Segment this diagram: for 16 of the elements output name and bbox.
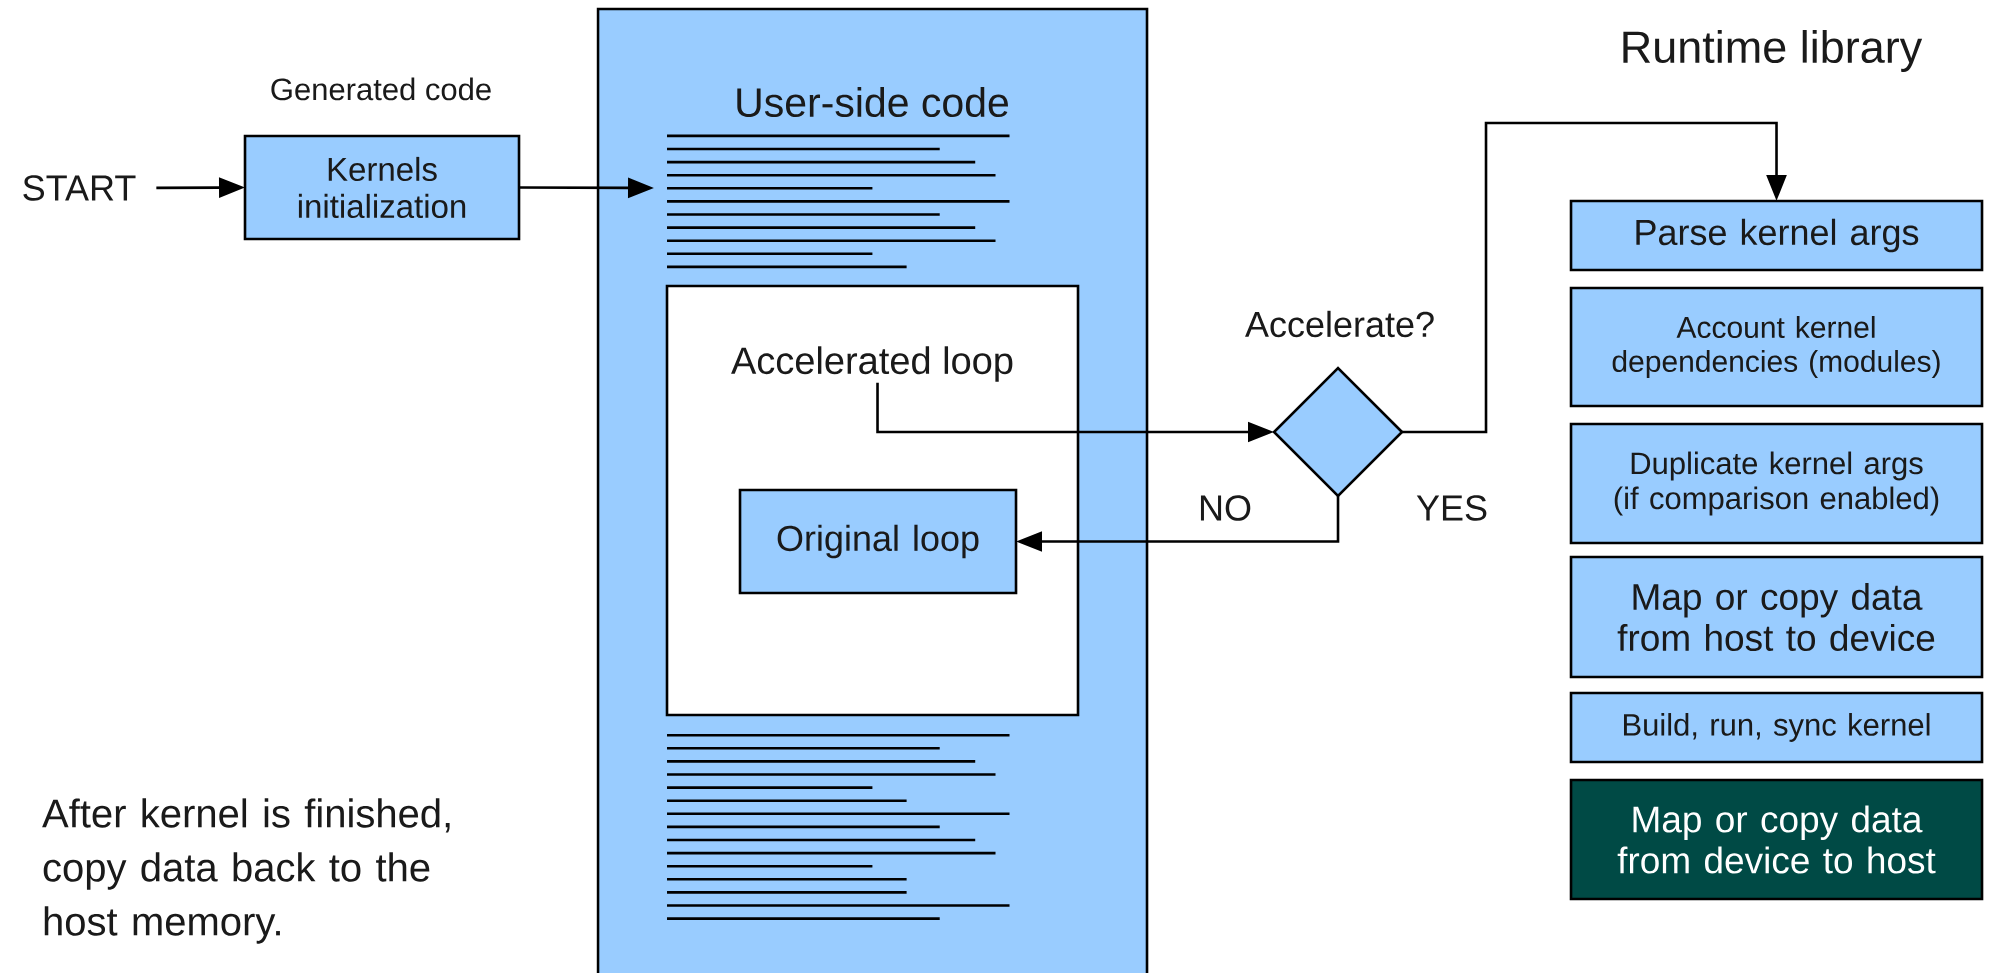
heading: Generated code: [271, 77, 491, 101]
process-box: Account kernel dependencies (modules): [1569, 286, 1984, 408]
edge-label: YES: [1414, 493, 1491, 523]
start-label: START: [23, 175, 136, 201]
process-box: Original loop: [738, 488, 1018, 595]
heading: Accelerate?: [1245, 310, 1434, 338]
process-box: Parse kernel args: [1569, 199, 1984, 272]
process-box: Duplicate kernel args (if comparison enabled): [1569, 422, 1984, 545]
note-text: After kernel is finished, copy data back to the host memory.: [42, 798, 450, 944]
edge-label: NO: [1196, 493, 1254, 523]
process-box: Map or copy data from device to host: [1569, 778, 1984, 901]
process-box: Map or copy data from host to device: [1569, 555, 1984, 679]
section-heading: Runtime library: [1623, 30, 1923, 72]
process-box: Build, run, sync kernel: [1569, 691, 1984, 764]
process-box: Kernels initialization: [243, 134, 521, 241]
arrow: [1402, 121, 1787, 434]
